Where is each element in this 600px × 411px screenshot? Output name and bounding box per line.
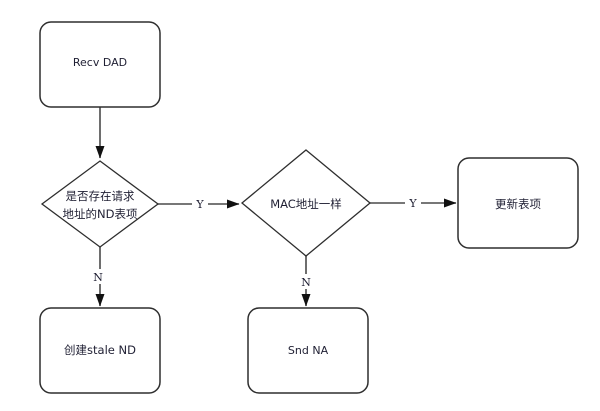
edge-label-check-no: N [93,271,103,284]
node-mac-check [240,149,372,257]
edge-label-mac-no: N [301,276,311,289]
label-nd-entry-check-line2: 地址的ND表项 [63,207,138,221]
node-snd-na [247,307,369,394]
label-update-entry: 更新表项 [495,197,541,211]
label-recv-dad: Recv DAD [73,56,127,69]
node-recv-dad [39,21,161,108]
edge-label-check-yes: Y [195,198,204,211]
node-create-stale-nd [39,307,161,394]
edge-label-mac-yes: Y [408,197,417,210]
label-nd-entry-check-line1: 是否存在请求 [66,189,135,203]
nodes-group [39,21,579,394]
label-snd-na: Snd NA [288,344,329,357]
label-create-stale-nd: 创建stale ND [64,343,136,357]
node-nd-entry-check [40,160,160,248]
node-update-entry [457,157,579,249]
label-mac-check: MAC地址一样 [270,197,342,211]
edge-label-backdrops [91,195,421,289]
